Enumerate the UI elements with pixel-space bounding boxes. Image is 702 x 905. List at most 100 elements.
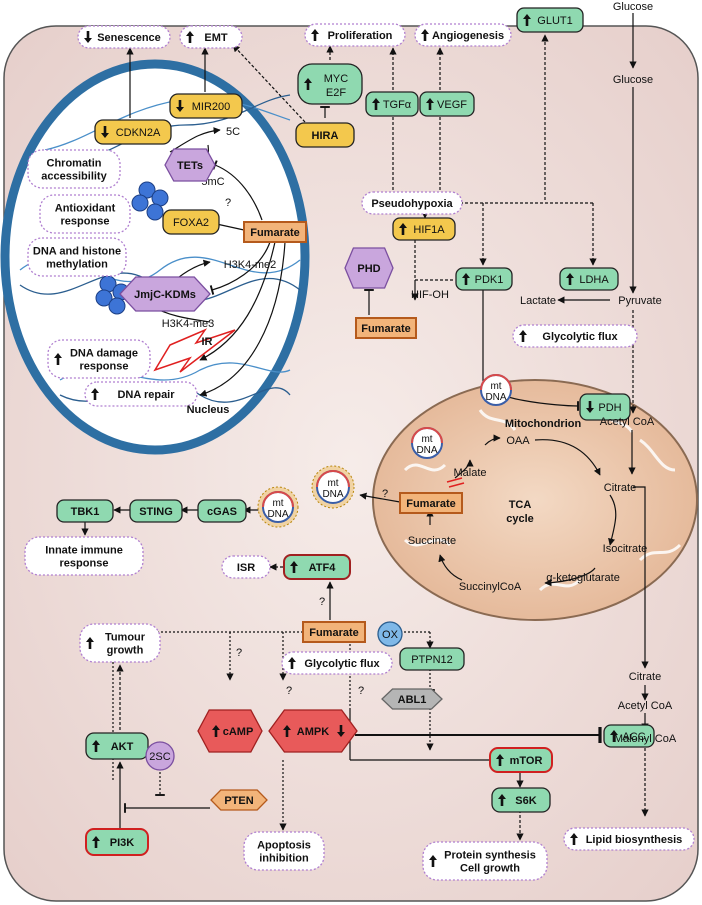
h3k4-me2-label: H3K4-me2 (224, 259, 277, 271)
protein-0-label: Protein synthesis (444, 850, 536, 862)
glycolytic-flux-box-top: Glycolytic flux (512, 324, 638, 348)
lipid-box-shape (563, 827, 695, 851)
glycolytic-flux-box-bottom-shape (281, 651, 393, 675)
fumarate-label: Fumarate (406, 498, 456, 510)
senescence-box: Senescence (77, 25, 171, 49)
phd-label: PHD (357, 263, 380, 275)
tets-label: TETs (177, 160, 203, 172)
camp-node-shape (197, 709, 263, 753)
dna-repair-box-shape (84, 381, 198, 407)
phd-node-shape (344, 247, 394, 289)
dna-damage-0-label: DNA damage (70, 348, 138, 360)
myc-e2f-node: MYC E2F (297, 63, 363, 105)
myc-label: MYC (324, 73, 349, 85)
dna-damage-1-label: response (80, 361, 129, 373)
pi3k-node: PI3K (85, 828, 149, 856)
acc-label: ACC (622, 731, 645, 743)
up-arrow-icon (311, 29, 319, 41)
pseudohypoxia-box: Pseudohypoxia (361, 191, 463, 215)
pseudohypoxia-box-shape (361, 191, 463, 215)
mtdna-question-label: ? (382, 488, 388, 500)
angiogenesis-label: Angiogenesis (432, 30, 504, 42)
tumour-box-shape (79, 623, 161, 663)
up-arrow-icon (523, 14, 531, 26)
mtdna-released-dna-label: DNA (322, 489, 343, 500)
angiogenesis-box-shape (414, 23, 512, 47)
citrate-cytosol-label: Citrate (629, 671, 661, 683)
fumarate-phd-node-shape (355, 317, 417, 339)
ldha-node: LDHA (559, 267, 619, 291)
sc2-label: 2SC (149, 751, 170, 763)
up-arrow-icon (304, 78, 312, 90)
sc2-node: 2SC (145, 741, 175, 771)
protein-box-shape (422, 841, 548, 881)
pten-node: PTEN (210, 789, 268, 811)
e2f-label: E2F (326, 87, 346, 99)
broken-malate-link (446, 477, 465, 488)
acc-node-shape (603, 724, 655, 748)
glycolytic-flux-label: Glycolytic flux (304, 658, 380, 670)
pyruvate-label: Pyruvate (618, 295, 661, 307)
up-arrow-icon (498, 794, 506, 806)
pdk1-label: PDK1 (475, 274, 504, 286)
cdkn2a-node-shape (94, 119, 172, 145)
ampk-node-shape (268, 709, 358, 753)
sting-node: STING (129, 499, 183, 523)
foxa2-label: FOXA2 (173, 217, 209, 229)
innate-0-label: Innate immune (45, 545, 123, 557)
up-arrow-icon (92, 740, 100, 752)
fumarate-mito-node: Fumarate (399, 492, 463, 514)
mitochondrion (372, 379, 698, 621)
ptpn12-label: PTPN12 (411, 654, 453, 666)
ox-label: OX (382, 629, 399, 641)
up-arrow-icon (429, 855, 437, 867)
glut1-node: GLUT1 (516, 7, 584, 33)
up-arrow-icon (566, 273, 574, 285)
tumour-0-label: Tumour (105, 632, 146, 644)
glycolytic-flux-label: Glycolytic flux (542, 331, 618, 343)
mtdna-cytosol-dna-label: DNA (267, 509, 288, 520)
chromatin-0-label: Chromatin (47, 158, 102, 170)
hira-node-shape (295, 122, 355, 148)
cdkn2a-node: CDKN2A (94, 119, 172, 145)
mitochondrion-label: Mitochondrion (505, 418, 582, 430)
oaa-label: OAA (506, 435, 530, 447)
mir200-node: MIR200 (169, 93, 243, 119)
up-arrow-icon (54, 353, 62, 365)
ldha-node-shape (559, 267, 619, 291)
dna-repair-box: DNA repair (84, 381, 198, 407)
tets-node-shape (164, 148, 216, 182)
pi3k-label: PI3K (110, 837, 135, 849)
mir200-label: MIR200 (192, 101, 231, 113)
akt-label: AKT (111, 741, 134, 753)
atf4-node-shape (283, 554, 351, 580)
up-arrow-icon (283, 725, 291, 737)
tgfa-node-shape (365, 91, 419, 117)
akt-node-shape (85, 732, 149, 760)
tgfa-node: TGFα (365, 91, 419, 117)
foxa2-node: FOXA2 (162, 209, 220, 235)
tumour-1-label: growth (107, 645, 144, 657)
pi3k-node-shape (85, 828, 149, 856)
vegf-label: VEGF (437, 99, 467, 111)
mtor-node: mTOR (489, 747, 553, 773)
akt-node: AKT (85, 732, 149, 760)
hira-label: HIRA (312, 130, 339, 142)
down-arrow-icon (586, 401, 594, 413)
fumarate-nucleus-node-shape (243, 221, 307, 243)
cycle-label: cycle (506, 513, 534, 525)
angiogenesis-box: Angiogenesis (414, 23, 512, 47)
chromatin-box-shape (27, 149, 121, 189)
sting-label: STING (139, 506, 173, 518)
tbk1-node: TBK1 (56, 499, 114, 523)
foxa2-question-label: ? (225, 197, 231, 209)
fumarate-label: Fumarate (250, 227, 300, 239)
mtdna-mito-1-mt-label: mt (490, 381, 501, 392)
isr-label: ISR (237, 562, 255, 574)
foxa2-node-shape (162, 209, 220, 235)
